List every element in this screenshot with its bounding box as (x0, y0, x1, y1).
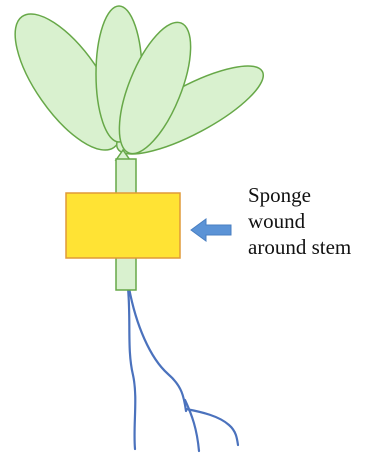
root-branch-1 (185, 400, 199, 451)
sponge-label-line-3: around stem (248, 234, 378, 260)
roots-group (128, 288, 238, 451)
sponge-label-line-2: wound (248, 208, 378, 234)
sponge-label: Sponge wound around stem (248, 182, 378, 260)
arrow-shape (191, 219, 231, 241)
sponge-label-line-1: Sponge (248, 182, 378, 208)
sponge (66, 193, 180, 258)
leaves-group (0, 0, 274, 170)
left-arrow-icon (191, 219, 231, 241)
root-secondary (129, 288, 186, 411)
